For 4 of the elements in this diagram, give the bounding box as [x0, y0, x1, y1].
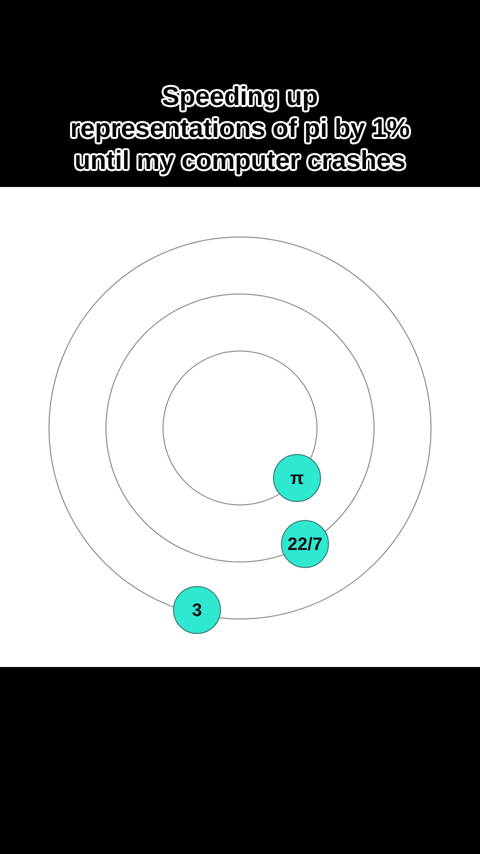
title: Speeding up representations of pi by 1% until my computer crashes [70, 80, 410, 176]
circle-label: 22/7 [287, 534, 323, 554]
circle-label: π [290, 468, 304, 488]
circle-label: 3 [192, 600, 202, 620]
